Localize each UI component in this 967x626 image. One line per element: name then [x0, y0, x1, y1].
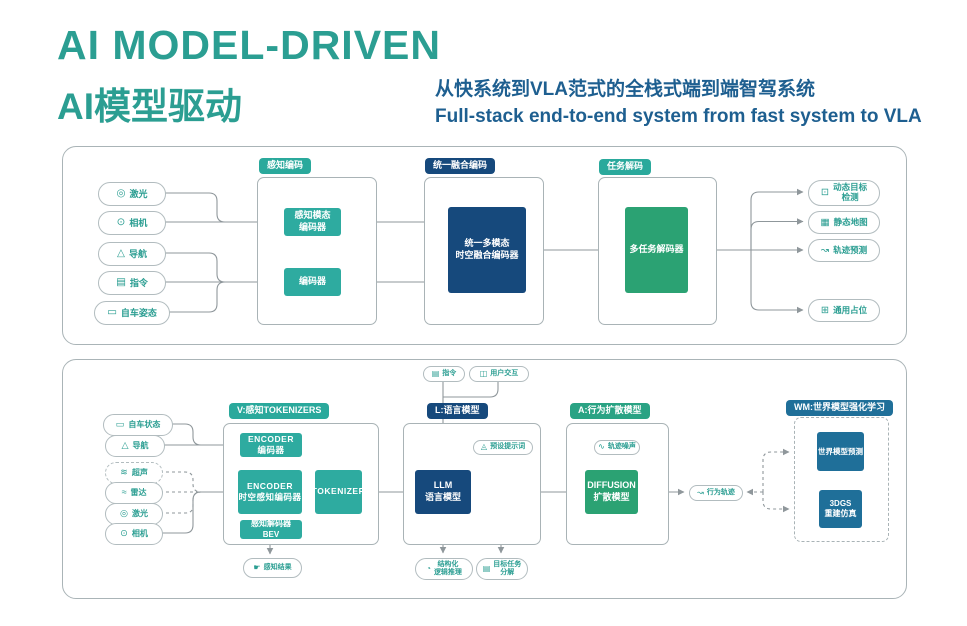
command-icon: ▤ [116, 276, 126, 288]
input-camera-2: ⊙ 相机 [105, 523, 163, 545]
input-ego-pose: ▭ 自车姿态 [94, 301, 170, 325]
tag-perception-encoding: 感知编码 [259, 158, 312, 174]
input-navigation: △ 导航 [98, 242, 166, 266]
input-ego-pose-label: 自车姿态 [120, 307, 157, 318]
input-laser-2: ◎ 激光 [105, 503, 163, 525]
bev-decoder-box: 感知解码器 BEV [240, 519, 302, 539]
perception-encoding-container [257, 177, 377, 325]
fast-system-panel: 感知编码 统一融合编码 任务解码 ◎ 激光 ⊙ 相机 △ 导航 ▤ 指令 ▭ 自… [62, 146, 907, 345]
tag-unified-fusion-encoding: 统一融合编码 [425, 158, 496, 174]
pill-trajectory-noise-label: 轨迹噪声 [607, 443, 636, 451]
diffusion-box: DIFFUSION 扩散模型 [585, 470, 638, 514]
output-occupancy-label: 通用占位 [833, 304, 868, 315]
navigation-icon: △ [121, 440, 129, 451]
pill-perception-result-label: 感知结果 [263, 563, 292, 571]
subtitle-en: Full-stack end-to-end system from fast s… [435, 105, 922, 127]
prompt-icon: ◬ [480, 442, 488, 452]
vla-system-panel: V:感知TOKENIZERS L:语言模型 A:行为扩散模型 WM:世界模型强化… [62, 359, 907, 599]
output-occupancy: ⊞ 通用占位 [808, 299, 880, 322]
world-model-prediction-box: 世界模型预测 [817, 432, 864, 471]
output-trajectory-prediction-label: 轨迹预测 [833, 244, 868, 255]
output-static-map-label: 静态地图 [833, 216, 868, 227]
input-laser: ◎ 激光 [98, 182, 166, 206]
encoder-box: 编码器 [284, 268, 341, 296]
laser-icon: ◎ [119, 508, 129, 519]
dynamic-detection-icon: ⊡ [820, 187, 830, 199]
laser-icon: ◎ [116, 187, 126, 199]
radar-icon: ≈ [121, 487, 127, 498]
car-icon: ▭ [107, 306, 117, 318]
pill-command-label: 指令 [442, 369, 457, 377]
encoder-small-box: ENCODER 编码器 [240, 433, 302, 457]
reasoning-icon: ◔ [426, 563, 431, 573]
page-subtitle: 从快系统到VLA范式的全栈式端到端智驾系统 Full-stack end-to-… [435, 77, 922, 130]
pill-preset-prompt: ◬ 预设提示词 [473, 440, 533, 455]
input-command-label: 指令 [129, 277, 148, 288]
output-static-map: ▦ 静态地图 [808, 211, 880, 234]
input-navigation-label: 导航 [128, 248, 147, 259]
tag-world-model-rl: WM:世界模型强化学习 [786, 400, 893, 416]
pill-preset-prompt-label: 预设提示词 [490, 443, 526, 451]
input-navigation-2: △ 导航 [105, 435, 165, 457]
pill-trajectory-noise: ∿ 轨迹噪声 [594, 440, 640, 455]
tokenizer-box: TOKENIZER [312, 470, 365, 514]
pill-perception-result: ☛ 感知结果 [243, 558, 302, 578]
camera-icon: ⊙ [116, 216, 126, 228]
tag-language-model: L:语言模型 [427, 403, 488, 419]
perception-modality-encoder-box: 感知模态 编码器 [284, 208, 341, 236]
tag-perception-tokenizers: V:感知TOKENIZERS [229, 403, 330, 419]
pill-task-decomposition: ▤ 目标任务 分解 [476, 558, 528, 580]
input-camera: ⊙ 相机 [98, 211, 166, 235]
pointer-icon: ☛ [253, 562, 261, 572]
pill-command: ▤ 指令 [423, 366, 465, 382]
gs-reconstruction-box: 3DGS 重建仿真 [819, 490, 862, 528]
output-dynamic-detection: ⊡ 动态目标 检测 [808, 180, 880, 206]
task-list-icon: ▤ [482, 563, 491, 573]
users-icon: ◫ [479, 368, 488, 378]
multitask-decoder-box: 多任务解码器 [625, 207, 688, 293]
command-icon: ▤ [431, 368, 440, 378]
pill-structured-reasoning-label: 结构化 逻辑推理 [433, 560, 462, 576]
output-trajectory-prediction: ↝ 轨迹预测 [808, 239, 880, 262]
occupancy-icon: ⊞ [820, 304, 830, 316]
input-laser-label: 激光 [129, 188, 148, 199]
input-ego-state-label: 自车状态 [128, 420, 161, 430]
tag-action-diffusion-model: A:行为扩散模型 [570, 403, 650, 419]
spatiotemporal-encoder-box: ENCODER 时空感知编码器 [238, 470, 302, 514]
unified-fusion-encoder-box: 统一多模态 时空融合编码器 [448, 207, 526, 293]
input-radar: ≈ 雷达 [105, 482, 163, 504]
pill-user-interaction: ◫ 用户交互 [469, 366, 529, 382]
input-radar-label: 雷达 [130, 488, 147, 498]
input-ultrasonic: ≋ 超声 [105, 462, 163, 484]
output-dynamic-detection-label: 动态目标 检测 [833, 182, 868, 202]
pill-user-interaction-label: 用户交互 [490, 369, 519, 377]
tag-task-decoding: 任务解码 [599, 159, 652, 175]
page-title-en: AI MODEL-DRIVEN [57, 22, 441, 68]
pill-behavior-trajectory-label: 行为轨迹 [706, 488, 735, 496]
camera-icon: ⊙ [120, 528, 128, 539]
ultrasonic-icon: ≋ [120, 467, 128, 478]
trajectory-icon: ↝ [697, 487, 704, 497]
page-title-zh: AI模型驱动 [57, 86, 242, 127]
input-ultrasonic-label: 超声 [131, 468, 148, 478]
car-icon: ▭ [115, 419, 125, 430]
llm-box: LLM 语言模型 [415, 470, 471, 514]
noise-icon: ∿ [598, 442, 605, 452]
subtitle-zh: 从快系统到VLA范式的全栈式端到端智驾系统 [435, 79, 816, 100]
input-navigation-2-label: 导航 [132, 441, 149, 451]
input-command: ▤ 指令 [98, 271, 166, 295]
input-laser-2-label: 激光 [132, 509, 149, 519]
pill-task-decomposition-label: 目标任务 分解 [493, 560, 522, 576]
input-ego-state: ▭ 自车状态 [103, 414, 173, 436]
input-camera-2-label: 相机 [131, 529, 148, 539]
pill-behavior-trajectory: ↝ 行为轨迹 [689, 485, 743, 501]
pill-structured-reasoning: ◔ 结构化 逻辑推理 [415, 558, 473, 580]
trajectory-icon: ↝ [820, 244, 830, 256]
navigation-icon: △ [117, 247, 125, 259]
input-camera-label: 相机 [129, 217, 148, 228]
static-map-icon: ▦ [820, 216, 830, 228]
